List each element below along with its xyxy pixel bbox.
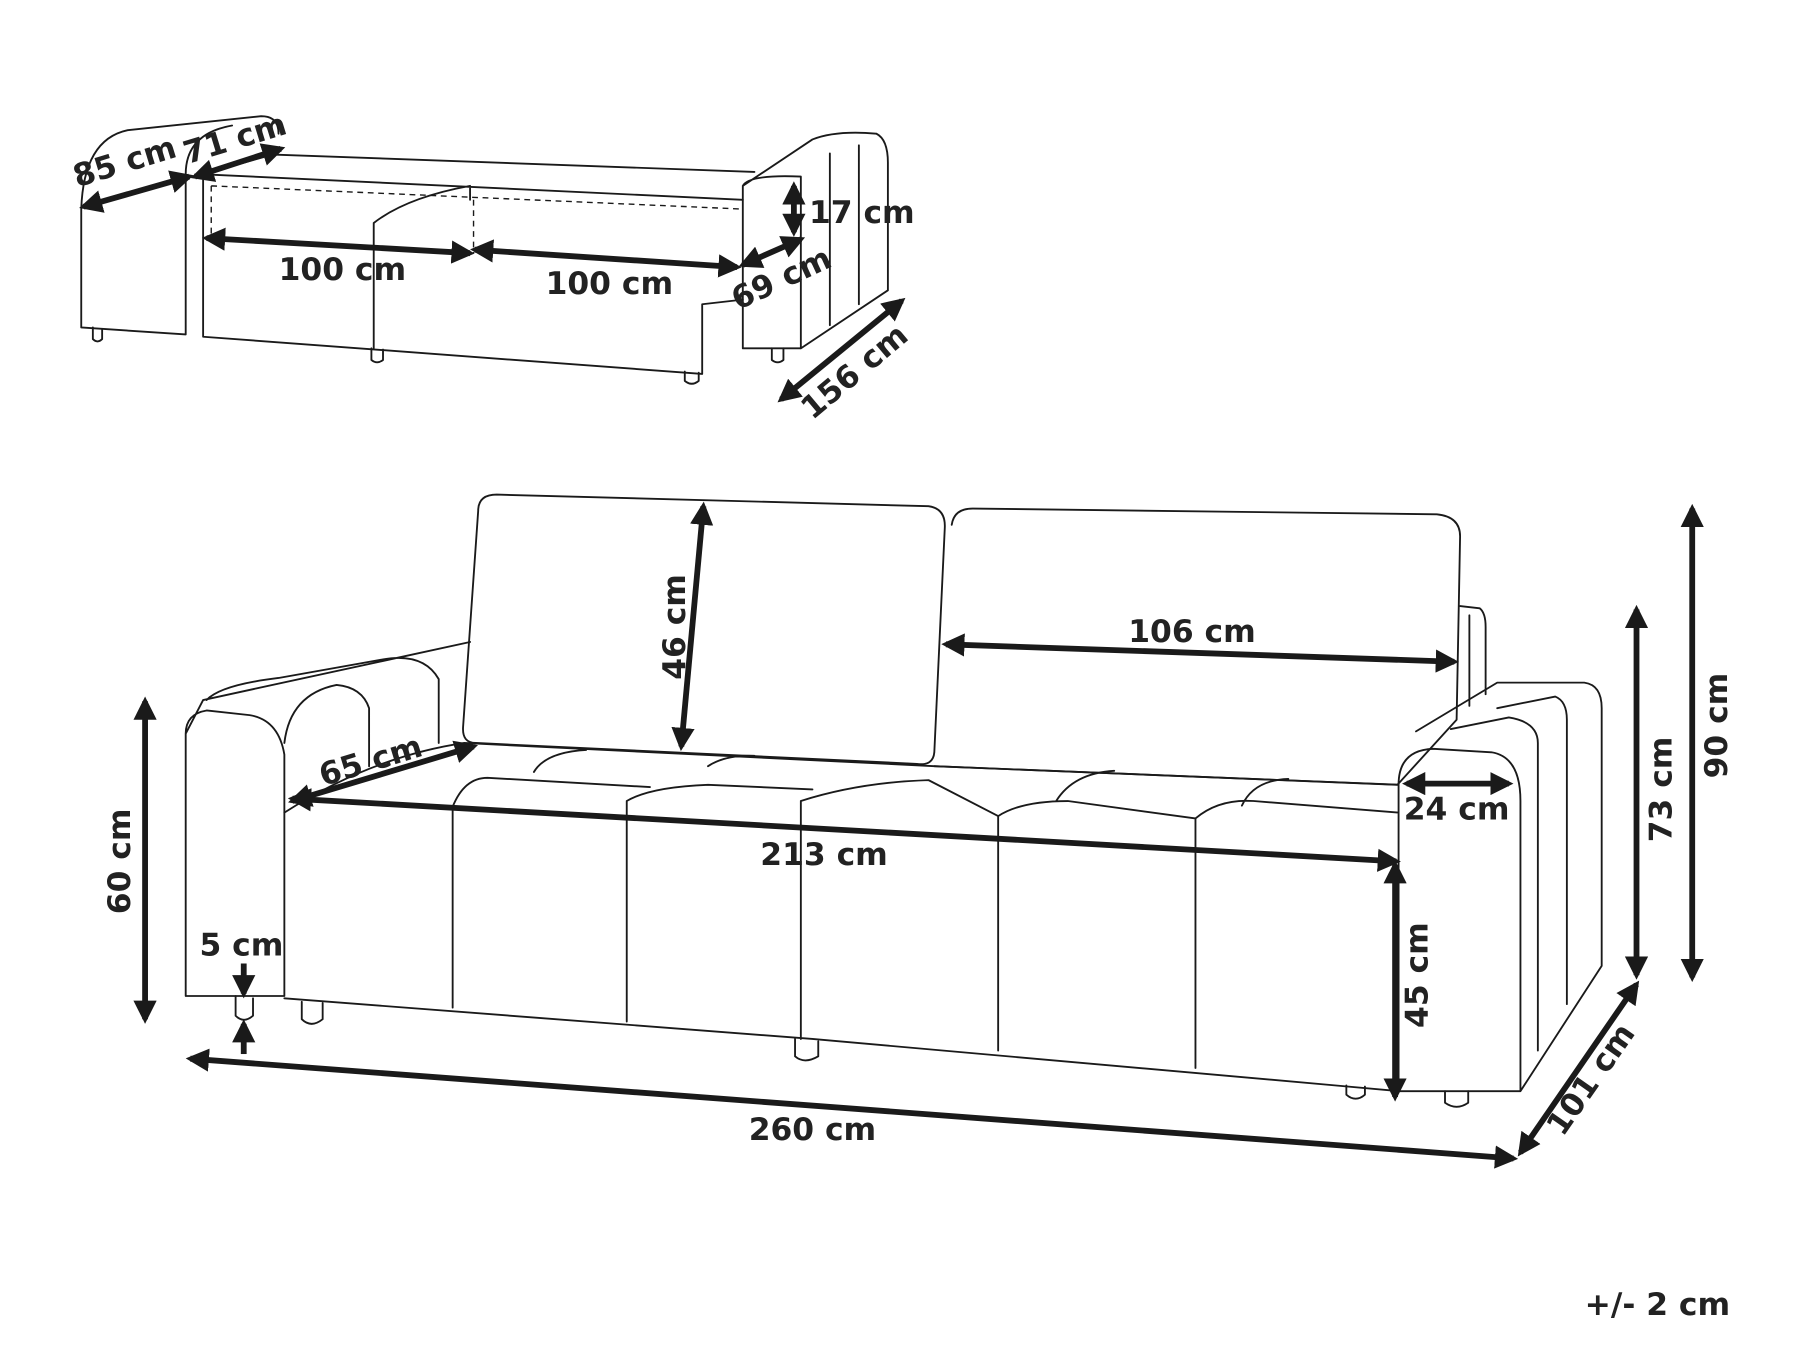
dim-label-bed-width-right: 100 cm	[546, 266, 674, 302]
backrest-left	[462, 493, 946, 766]
main-dimensions: 46 cm 106 cm 65 cm 24 cm 213 cm 60 cm 5 …	[102, 501, 1735, 1169]
left-armrest	[184, 641, 471, 997]
dim-arrow-71	[190, 143, 286, 182]
dim-arrow-156	[777, 297, 906, 403]
right-armrest	[741, 131, 889, 350]
dim-arrow-213	[287, 788, 1401, 872]
dim-label-armrest-height: 60 cm	[102, 809, 138, 915]
dim-label-total-width: 260 cm	[749, 1112, 877, 1148]
right-armrest	[1397, 681, 1603, 1093]
dim-arrow-100-left	[201, 227, 475, 264]
dim-label-bed-width-left: 100 cm	[279, 252, 407, 288]
tolerance-note: +/- 2 cm	[1585, 1287, 1731, 1323]
sofa-drawing	[184, 493, 1603, 1108]
dim-arrow-260	[185, 1048, 1519, 1169]
dim-label-backrest-height: 46 cm	[657, 574, 693, 680]
seat-cushion	[283, 742, 1400, 1093]
dim-label-seat-depth: 65 cm	[315, 729, 427, 794]
legs	[234, 995, 1470, 1108]
dim-arrow-85	[79, 170, 194, 213]
dim-arrow-106	[941, 633, 1459, 673]
right-leg	[770, 347, 785, 364]
dim-label-mattress-thickness: 17 cm	[809, 195, 915, 231]
dim-label-backrest-width: 106 cm	[1128, 614, 1256, 650]
dim-arrow-100-right	[470, 239, 742, 278]
dim-arrow-69	[738, 236, 806, 268]
left-leg	[91, 326, 104, 343]
dim-label-total-height: 90 cm	[1699, 673, 1735, 779]
legs	[370, 347, 700, 385]
back-frame	[1459, 605, 1487, 707]
dim-arrow-101	[1517, 980, 1640, 1157]
dim-arrow-46	[671, 501, 714, 752]
dim-label-back-height: 73 cm	[1643, 737, 1679, 843]
dim-label-leg-height: 5 cm	[199, 927, 283, 963]
dim-label-seat-height: 45 cm	[1400, 922, 1436, 1028]
dim-label-armrest-width: 24 cm	[1404, 792, 1510, 828]
dim-label-seat-width: 213 cm	[760, 837, 888, 873]
backrest-right	[933, 507, 1462, 786]
